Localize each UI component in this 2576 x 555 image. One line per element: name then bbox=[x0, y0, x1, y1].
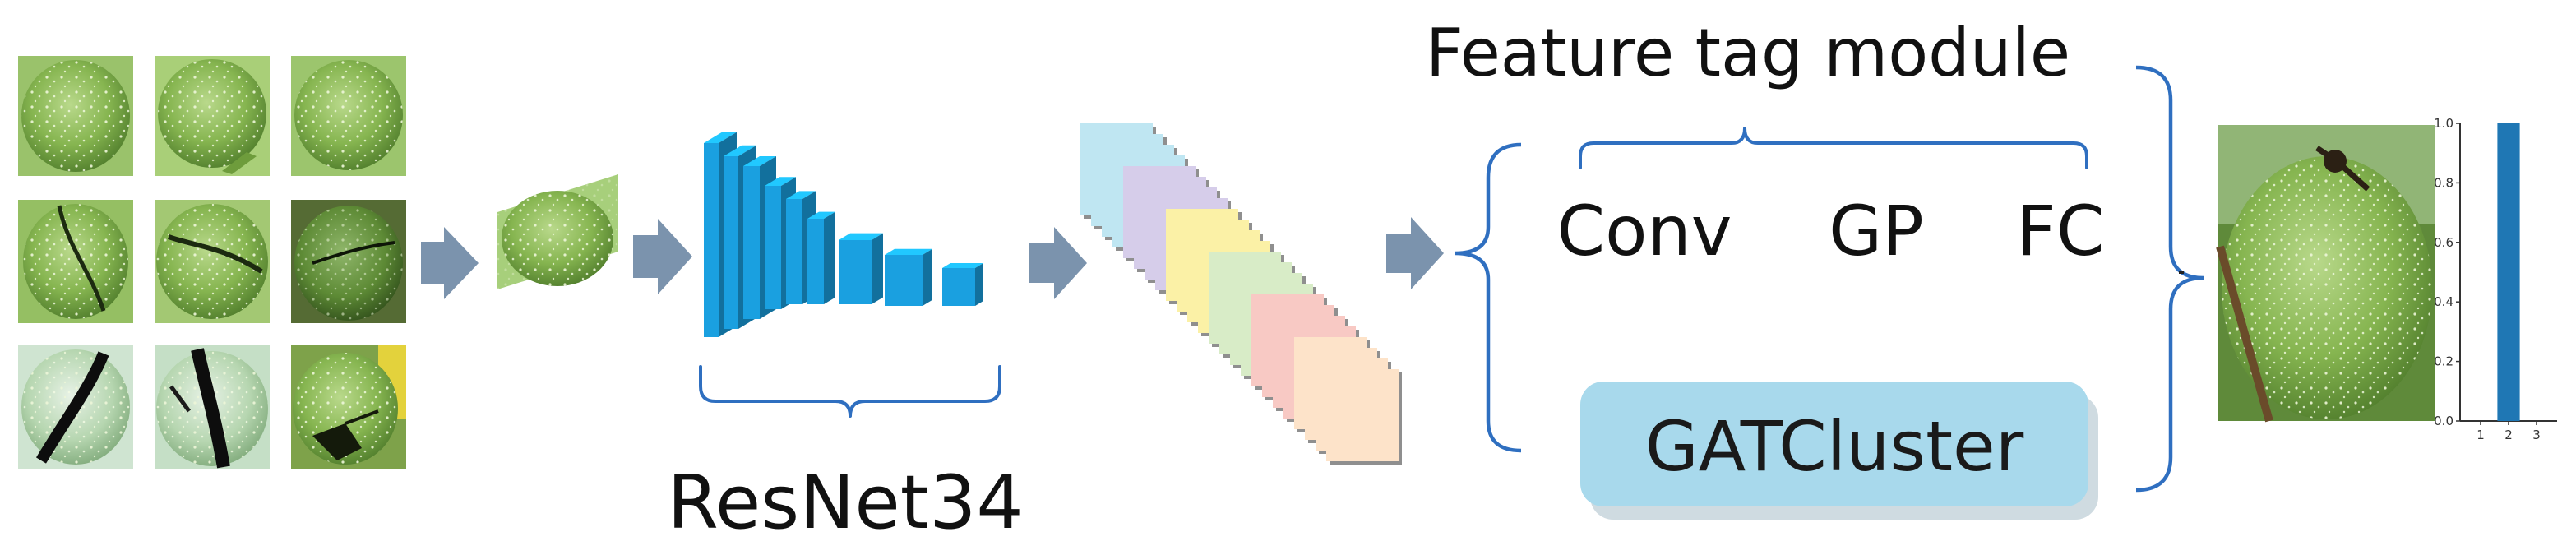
walnut-image-split bbox=[18, 345, 133, 469]
output-walnut-image bbox=[2216, 125, 2435, 423]
fc-label: FC bbox=[2017, 191, 2105, 271]
walnut-image-cracked bbox=[18, 200, 133, 323]
gatcluster-box: GATCluster bbox=[1580, 382, 2098, 520]
gatcluster-label: GATCluster bbox=[1645, 406, 2024, 487]
resnet-layer-block bbox=[942, 263, 983, 306]
resnet34-blocks bbox=[704, 132, 983, 337]
module-right-brace bbox=[2135, 65, 2204, 493]
gp-label: GP bbox=[1829, 191, 1924, 271]
walnut-image bbox=[291, 56, 406, 176]
resnet-layer-block bbox=[839, 233, 883, 304]
prediction-bar-chart: 0.0 0.2 0.4 0.6 0.8 1.0 1 2 3 bbox=[2434, 116, 2557, 442]
walnut-image-cracked bbox=[291, 200, 406, 323]
conv-label: Conv bbox=[1557, 191, 1732, 271]
y-tick-label: 0.8 bbox=[2434, 175, 2453, 190]
bar bbox=[2497, 123, 2520, 421]
x-tick-label: 3 bbox=[2532, 428, 2541, 442]
feature-map-layer bbox=[1326, 369, 1402, 465]
y-tick-label: 0.2 bbox=[2434, 354, 2453, 369]
y-tick-label: 0.4 bbox=[2434, 294, 2453, 309]
walnut-image-split bbox=[155, 345, 270, 469]
module-left-brace bbox=[1454, 142, 1522, 453]
walnut-image-cracked bbox=[155, 200, 270, 323]
walnut-image bbox=[155, 56, 270, 176]
feature-ops-brace bbox=[1579, 127, 2088, 169]
flow-arrow bbox=[421, 227, 479, 299]
flow-arrow bbox=[1029, 227, 1087, 299]
y-tick-label: 1.0 bbox=[2434, 116, 2453, 131]
resnet34-label: ResNet34 bbox=[667, 460, 1023, 546]
y-tick-label: 0.6 bbox=[2434, 235, 2453, 250]
connector-tick bbox=[2179, 271, 2184, 274]
x-tick-label: 2 bbox=[2504, 428, 2513, 442]
input-image-grid bbox=[18, 56, 406, 469]
flow-arrow bbox=[1386, 217, 1444, 289]
walnut-image-split bbox=[291, 345, 406, 469]
walnut-image bbox=[18, 56, 133, 176]
feature-tag-module-title: Feature tag module bbox=[1426, 15, 2070, 91]
cropped-walnut-image bbox=[497, 174, 618, 289]
resnet-layer-block bbox=[807, 211, 835, 304]
y-tick-label: 0.0 bbox=[2434, 414, 2453, 428]
flow-arrow bbox=[633, 219, 692, 294]
x-tick-label: 1 bbox=[2477, 428, 2485, 442]
resnet-layer-block bbox=[885, 248, 932, 306]
feature-map-stack bbox=[1080, 123, 1402, 465]
resnet34-brace bbox=[699, 365, 1001, 418]
